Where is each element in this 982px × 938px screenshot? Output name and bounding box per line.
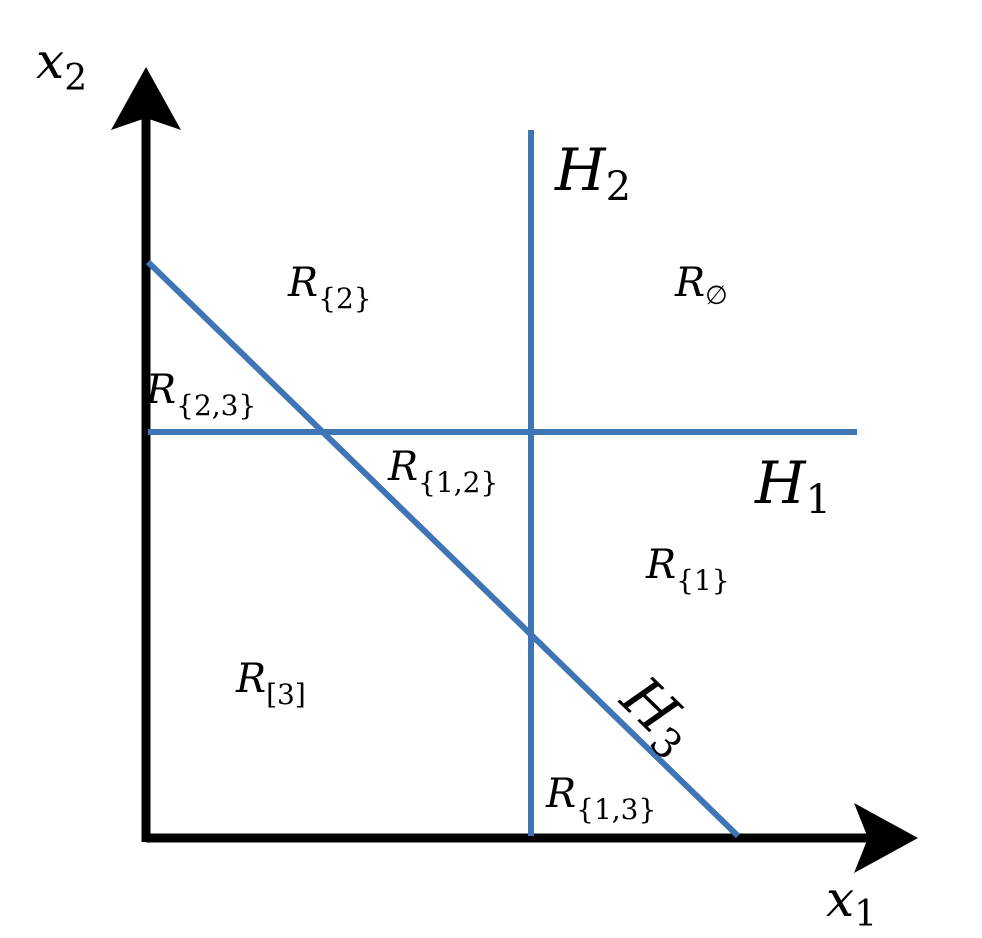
x1-axis-arrowhead xyxy=(854,803,918,873)
region-label-3: R[3] xyxy=(235,656,306,711)
region-label-2-3: R{2,3} xyxy=(145,367,256,422)
x1-axis-label: x1 xyxy=(826,870,877,935)
region-label-2: R{2} xyxy=(287,260,372,315)
hyperplane-h3-line xyxy=(145,259,741,839)
x2-axis-arrowhead xyxy=(111,67,181,130)
hyperplane-h2-label: H2 xyxy=(554,136,631,210)
region-label-1: R{1} xyxy=(645,542,730,597)
hyperplane-h1-label: H1 xyxy=(754,449,831,523)
hyperplane-h3-label: H3 xyxy=(603,662,710,769)
region-label-1-2: R{1,2} xyxy=(387,444,498,499)
region-label-1-3: R{1,3} xyxy=(545,771,656,826)
x2-axis-label: x2 xyxy=(36,32,87,99)
region-label-empty: R∅ xyxy=(674,260,728,311)
